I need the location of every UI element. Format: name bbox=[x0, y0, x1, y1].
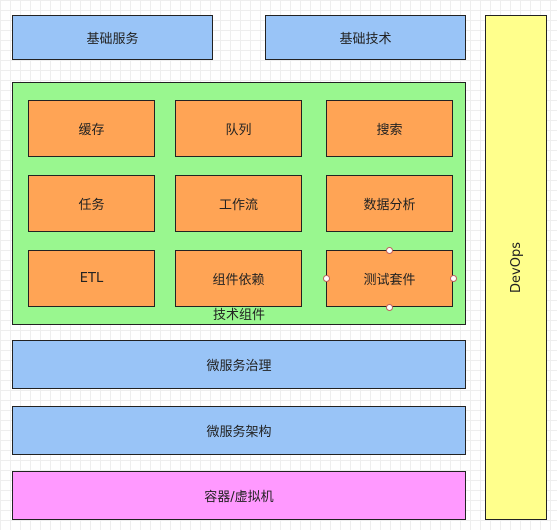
etl-box[interactable]: ETL bbox=[28, 250, 155, 307]
resize-handle-bottom[interactable] bbox=[386, 304, 393, 311]
test-suite-box[interactable]: 测试套件 bbox=[326, 250, 453, 307]
resize-handle-right[interactable] bbox=[450, 275, 457, 282]
test-suite-label: 测试套件 bbox=[363, 273, 416, 288]
devops-box[interactable]: DevOps bbox=[485, 15, 547, 520]
basic-technology-label: 基础技术 bbox=[339, 32, 392, 47]
etl-label: ETL bbox=[79, 271, 104, 286]
basic-technology-box[interactable]: 基础技术 bbox=[265, 15, 466, 60]
container-vm-box[interactable]: 容器/虚拟机 bbox=[12, 471, 466, 520]
resize-handle-left[interactable] bbox=[323, 275, 330, 282]
cache-label: 缓存 bbox=[78, 123, 105, 138]
basic-services-box[interactable]: 基础服务 bbox=[12, 15, 213, 60]
resize-handle-top[interactable] bbox=[386, 247, 393, 254]
data-analysis-box[interactable]: 数据分析 bbox=[326, 175, 453, 232]
microservice-governance-label: 微服务治理 bbox=[206, 359, 272, 374]
microservice-architecture-box[interactable]: 微服务架构 bbox=[12, 406, 466, 455]
task-label: 任务 bbox=[78, 198, 105, 213]
workflow-label: 工作流 bbox=[218, 198, 258, 213]
search-label: 搜索 bbox=[376, 123, 403, 138]
task-box[interactable]: 任务 bbox=[28, 175, 155, 232]
search-box[interactable]: 搜索 bbox=[326, 100, 453, 157]
data-analysis-label: 数据分析 bbox=[363, 198, 416, 213]
tech-components-label: 技术组件 bbox=[212, 308, 265, 323]
queue-box[interactable]: 队列 bbox=[175, 100, 302, 157]
workflow-box[interactable]: 工作流 bbox=[175, 175, 302, 232]
basic-services-label: 基础服务 bbox=[86, 32, 139, 47]
component-dependency-box[interactable]: 组件依赖 bbox=[175, 250, 302, 307]
devops-label: DevOps bbox=[508, 242, 524, 293]
microservice-architecture-label: 微服务架构 bbox=[206, 425, 272, 440]
container-vm-label: 容器/虚拟机 bbox=[204, 490, 274, 505]
component-dependency-label: 组件依赖 bbox=[212, 273, 265, 288]
microservice-governance-box[interactable]: 微服务治理 bbox=[12, 340, 466, 389]
queue-label: 队列 bbox=[225, 123, 252, 138]
cache-box[interactable]: 缓存 bbox=[28, 100, 155, 157]
